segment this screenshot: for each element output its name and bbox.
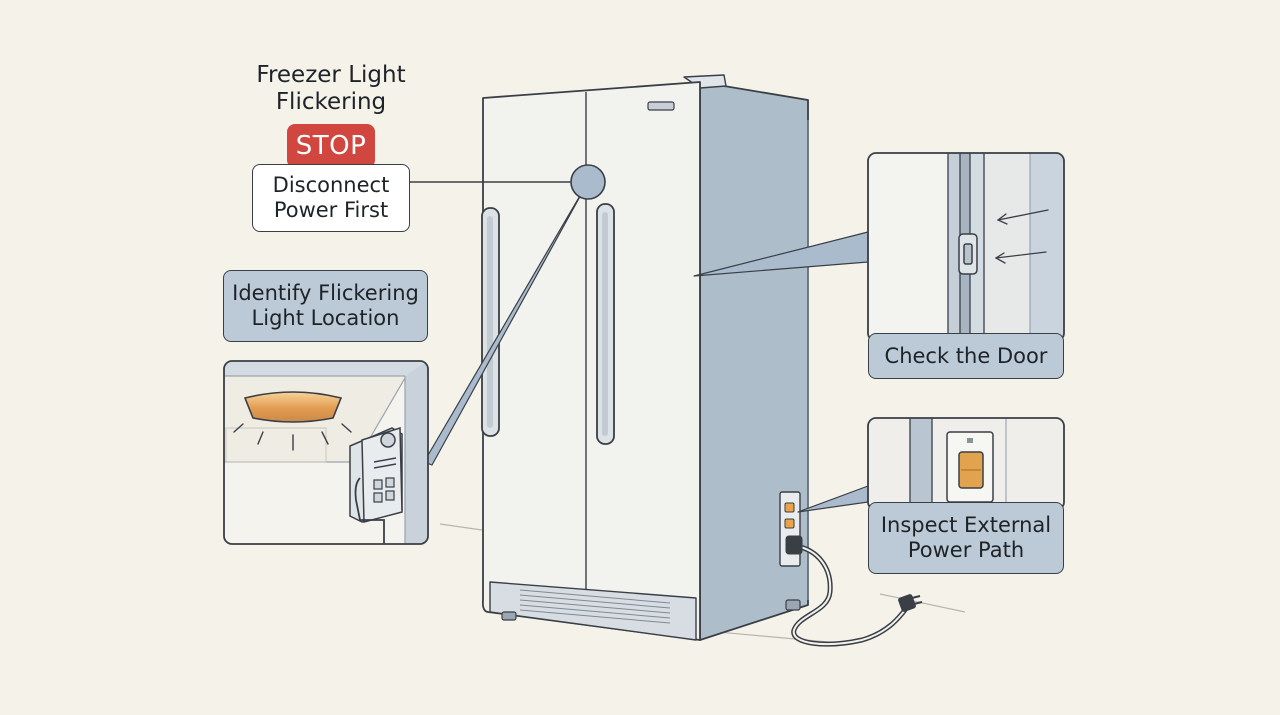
stop-badge: STOP <box>287 124 375 168</box>
inspect-line-1: Inspect External <box>880 513 1052 538</box>
disconnect-power-label: Disconnect Power First <box>252 164 410 232</box>
control-panel-icon <box>349 426 403 544</box>
identify-line-1: Identify Flickering <box>232 281 419 306</box>
identify-light-label: Identify Flickering Light Location <box>223 270 428 342</box>
inspect-line-2: Power Path <box>907 538 1025 562</box>
power-cord-plug-icon <box>785 535 923 647</box>
disconnect-line-1: Disconnect <box>272 173 390 198</box>
check-door-label: Check the Door <box>868 333 1064 379</box>
identify-line-2: Light Location <box>251 306 400 330</box>
freezer-light-icon <box>233 391 352 451</box>
power-switch-inset <box>867 417 1065 511</box>
disconnect-line-2: Power First <box>273 198 389 222</box>
inspect-power-label: Inspect External Power Path <box>868 502 1064 574</box>
title-line-1: Freezer Light <box>256 61 406 88</box>
power-switch-icon <box>946 431 994 503</box>
diagram-title: Freezer Light Flickering <box>236 60 426 118</box>
freezer-light-inset <box>223 360 429 545</box>
arrow-icon <box>994 209 1049 264</box>
callout-pointers <box>410 164 869 513</box>
door-seal-inset <box>867 152 1065 342</box>
refrigerator-illustration <box>481 74 809 641</box>
title-line-2: Flickering <box>275 89 387 115</box>
door-seal-latch-icon <box>958 233 978 275</box>
